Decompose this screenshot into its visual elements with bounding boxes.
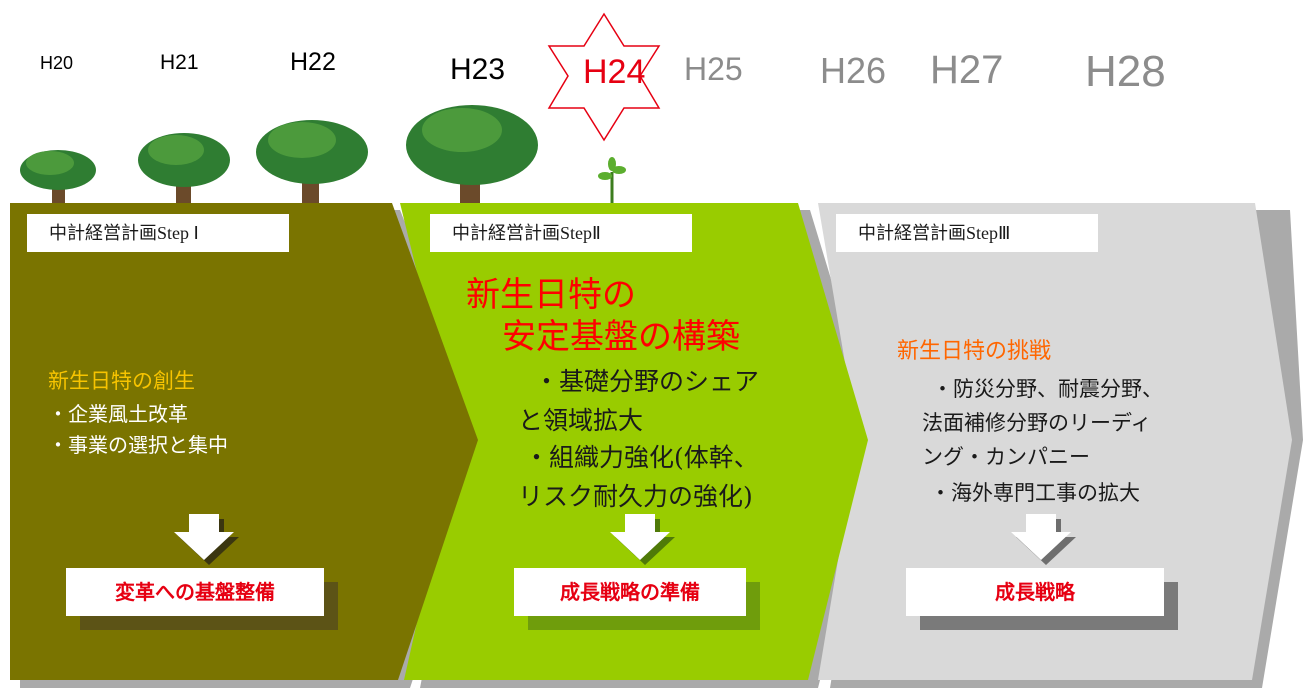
step2-bullet: ・組織力強化(体幹、 xyxy=(524,443,759,472)
step3-title: 新生日特の挑戦 xyxy=(897,339,1052,364)
tree-icon-h21 xyxy=(138,133,230,203)
year-h26: H26 xyxy=(820,50,887,91)
tree-icon-h20 xyxy=(20,150,96,203)
step3-chevron xyxy=(818,203,1292,680)
year-h20: H20 xyxy=(40,53,74,73)
step2-chevron xyxy=(400,203,868,680)
step2-bullet: ・基礎分野のシェア xyxy=(534,367,760,396)
step1-bullet: ・事業の選択と集中 xyxy=(48,433,228,457)
step2-result-box: 成長戦略の準備 xyxy=(514,568,746,616)
step3-bullet: ・海外専門工事の拡大 xyxy=(930,481,1140,505)
step3-down-arrow-icon xyxy=(1011,514,1076,565)
year-h21: H21 xyxy=(160,51,199,74)
step1-title: 新生日特の創生 xyxy=(48,369,195,393)
step2-down-arrow-icon xyxy=(610,514,675,565)
step2-label: 中計経営計画StepⅡ xyxy=(430,214,692,252)
step1-chevron xyxy=(10,203,478,680)
year-h25: H25 xyxy=(684,51,743,87)
step3-result-box: 成長戦略 xyxy=(906,568,1164,616)
step3-bullet: ・防災分野、耐震分野、 xyxy=(932,377,1163,401)
step3-bullet: 法面補修分野のリーディ xyxy=(922,411,1152,435)
step2-title-line: 安定基盤の構築 xyxy=(502,317,740,357)
step1-down-arrow-icon xyxy=(174,514,239,565)
tree-icon-h23 xyxy=(406,105,538,203)
step1-result-box: 変革への基盤整備 xyxy=(66,568,324,616)
step2-title-line: 新生日特の xyxy=(466,275,636,315)
step3-label: 中計経営計画StepⅢ xyxy=(836,214,1098,252)
year-h27: H27 xyxy=(930,48,1004,92)
step1-bullet: ・企業風土改革 xyxy=(48,402,188,426)
year-h22: H22 xyxy=(290,48,336,76)
sprout-icon-h24 xyxy=(598,157,626,203)
star-of-david-icon xyxy=(547,12,661,142)
year-h28: H28 xyxy=(1085,47,1166,96)
step1-label: 中計経営計画Step Ⅰ xyxy=(27,214,289,252)
tree-icon-h22 xyxy=(256,120,368,203)
year-h23: H23 xyxy=(450,53,506,86)
step3-bullet: ング・カンパニー xyxy=(922,445,1090,469)
step2-bullet: リスク耐久力の強化) xyxy=(518,482,753,511)
step2-bullet: と領域拡大 xyxy=(518,406,644,435)
year-h24: H24 xyxy=(583,53,646,91)
